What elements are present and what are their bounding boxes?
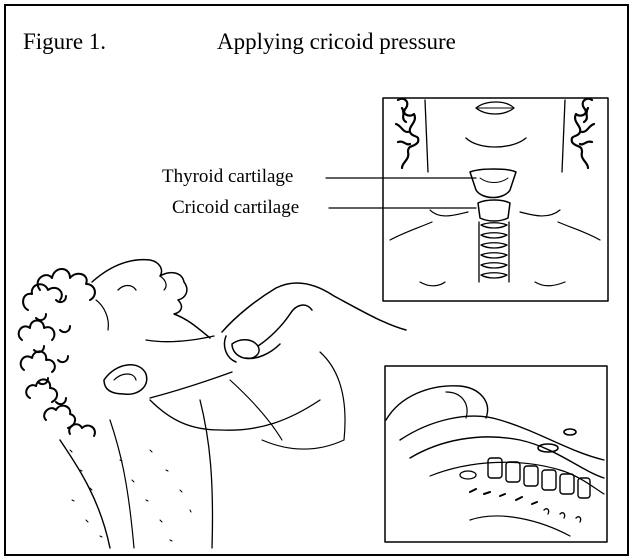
curly-hair-icon	[19, 269, 95, 436]
hair-right-icon	[572, 99, 594, 168]
patient-illustration	[19, 260, 406, 548]
face-profile	[92, 260, 210, 338]
hair-left-icon	[396, 99, 418, 168]
cricoid-cartilage-shape	[478, 200, 510, 221]
trachea-rings	[479, 222, 509, 282]
shading-stipple	[70, 450, 191, 541]
sagittal-section-inset	[385, 366, 607, 542]
ear-icon	[104, 365, 147, 394]
anterior-neck-inset	[383, 98, 608, 301]
hand-icon	[222, 283, 406, 362]
thyroid-cartilage-shape	[470, 169, 516, 198]
